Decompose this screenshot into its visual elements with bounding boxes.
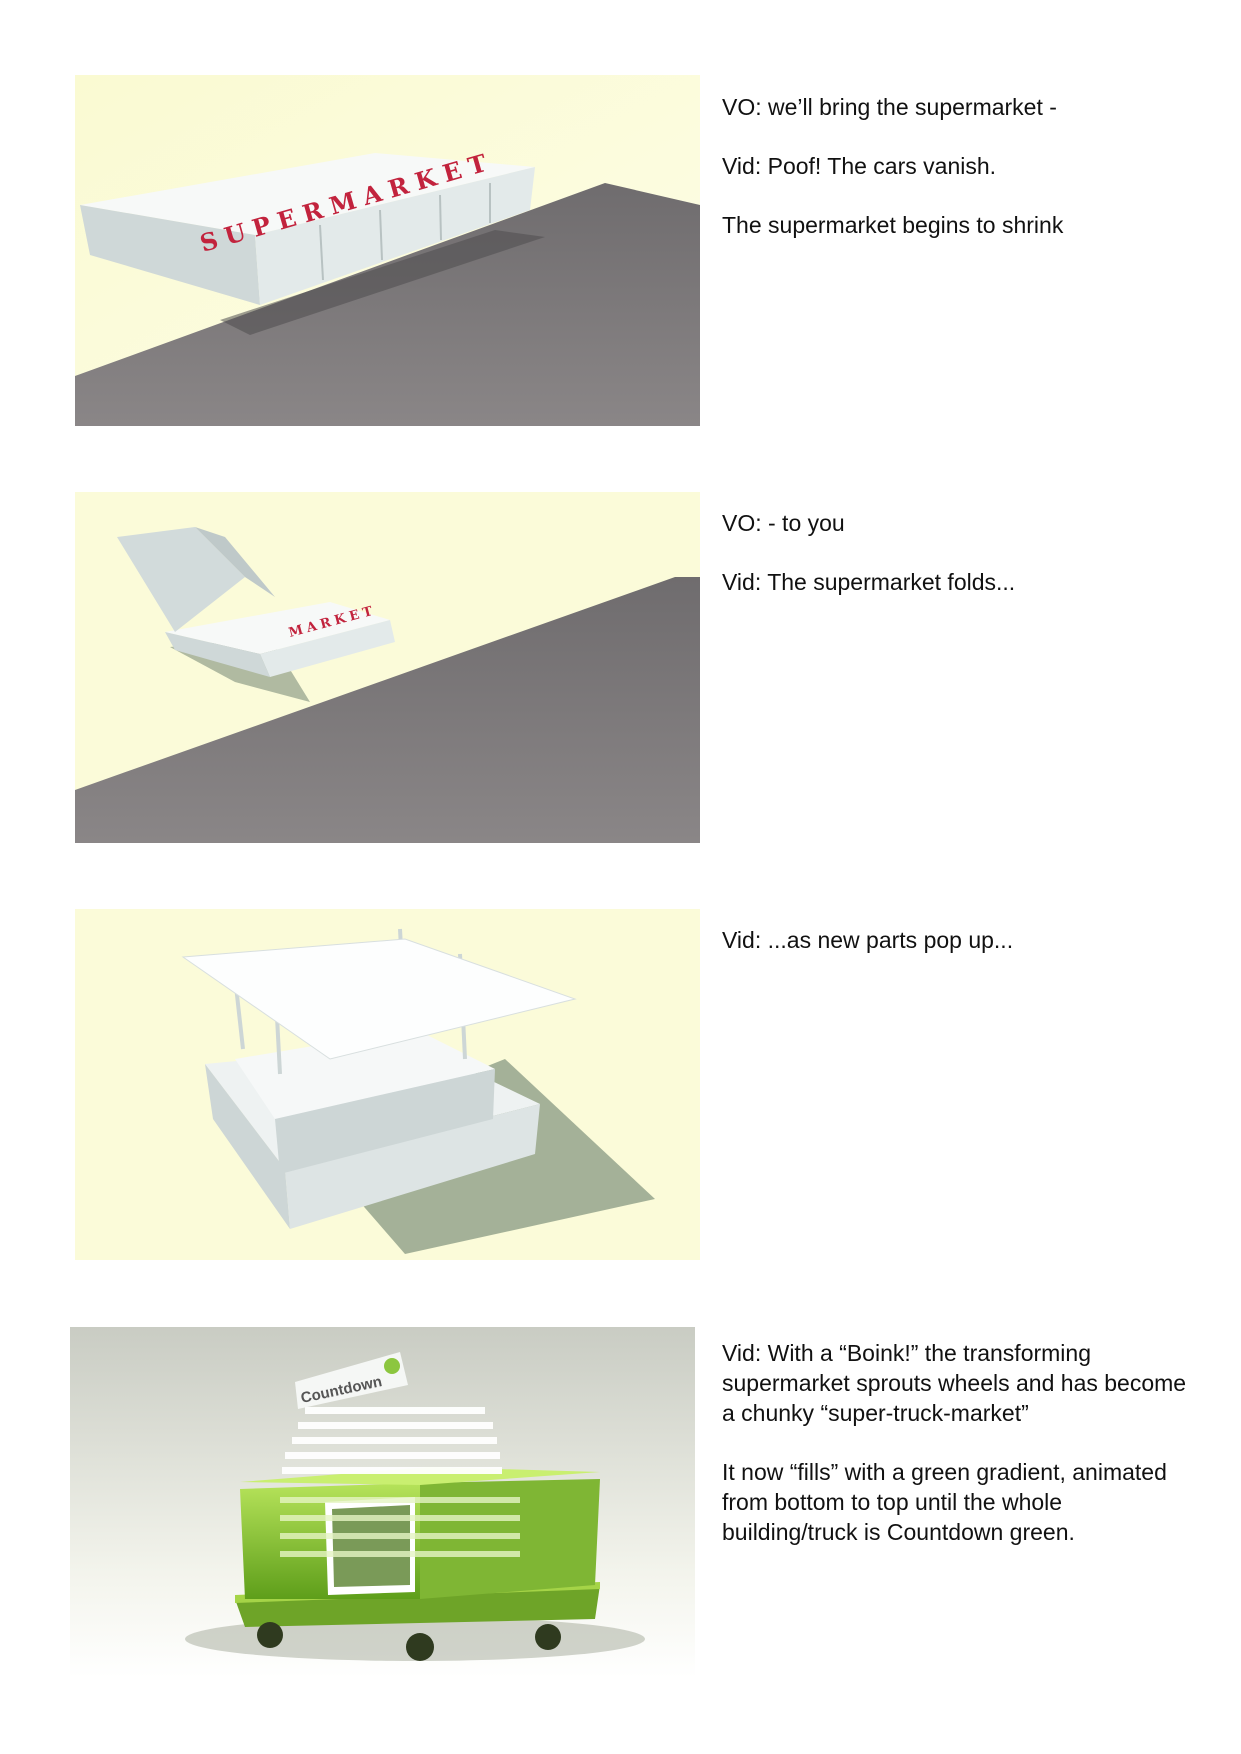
storyboard-frame-4: Countdown: [70, 1327, 695, 1678]
note-text: Vid: With a “Boink!” the transforming su…: [722, 1340, 1187, 1426]
super-truck-market: [235, 1352, 600, 1661]
storyboard-frame-2: MARKET: [75, 492, 700, 843]
frame-4-illustration: Countdown: [70, 1327, 695, 1678]
storyboard-frame-3: [75, 909, 700, 1260]
folding-supermarket: [117, 527, 395, 677]
note-text: The supermarket begins to shrink: [722, 212, 1064, 238]
frame-2-illustration: MARKET: [75, 492, 700, 843]
frame-1-notes: VO: we’ll bring the supermarket - Vid: P…: [722, 92, 1192, 269]
frame-3-illustration: [75, 909, 700, 1260]
frame-4-notes: Vid: With a “Boink!” the transforming su…: [722, 1338, 1192, 1576]
note-text: It now “fills” with a green gradient, an…: [722, 1459, 1167, 1545]
frame-3-notes: Vid: ...as new parts pop up...: [722, 925, 1192, 984]
road: [75, 577, 700, 843]
frame-2-notes: VO: - to you Vid: The supermarket folds.…: [722, 508, 1192, 626]
note-text: VO: - to you: [722, 510, 845, 536]
note-text: VO: we’ll bring the supermarket -: [722, 94, 1057, 120]
note-text: Vid: ...as new parts pop up...: [722, 927, 1014, 953]
note-text: Vid: The supermarket folds...: [722, 569, 1016, 595]
frame-1-illustration: SUPERMARKET: [75, 75, 700, 426]
supermarket-building: [80, 153, 535, 305]
transforming-structure: [181, 928, 577, 1229]
note-text: Vid: Poof! The cars vanish.: [722, 153, 997, 179]
road: [75, 183, 700, 426]
storyboard-frame-1: SUPERMARKET: [75, 75, 700, 426]
